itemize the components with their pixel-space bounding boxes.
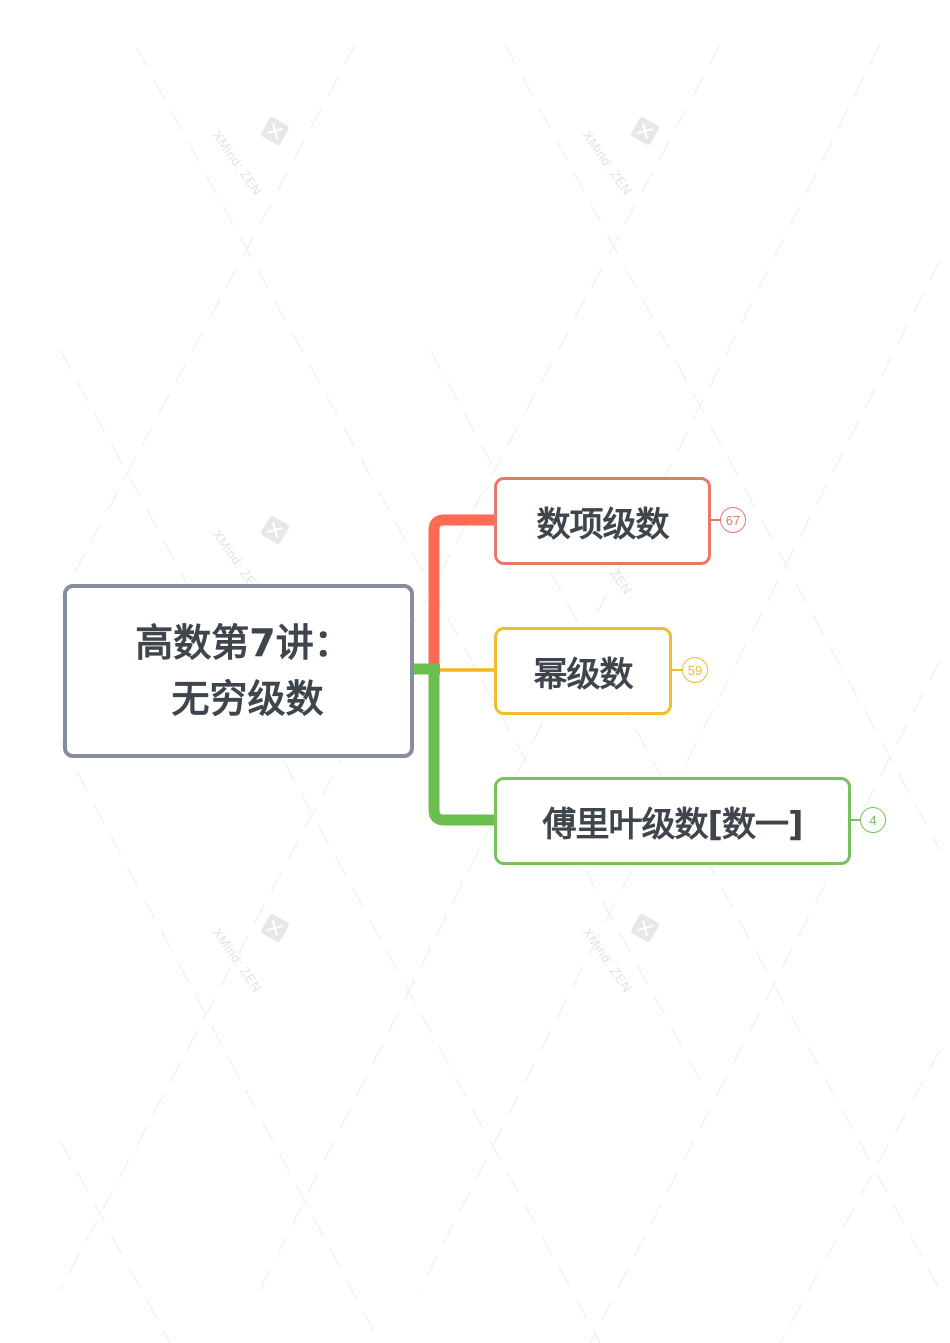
topic-label: 幂级数 bbox=[533, 654, 634, 695]
badge-count: 4 bbox=[869, 812, 877, 828]
connector-branch-1 bbox=[428, 514, 494, 668]
collapsed-count-badge[interactable]: 4 bbox=[860, 807, 886, 833]
connector-branch-3 bbox=[428, 666, 494, 826]
central-topic-line-1: 高数第7讲： bbox=[135, 621, 352, 665]
topic-power-series[interactable]: 幂级数 bbox=[494, 627, 672, 715]
topic-label: 数项级数 bbox=[536, 504, 670, 545]
topic-series-of-numbers[interactable]: 数项级数 bbox=[494, 477, 711, 565]
central-topic[interactable]: 高数第7讲： 无穷级数 bbox=[63, 584, 414, 758]
collapsed-count-badge[interactable]: 59 bbox=[682, 657, 708, 683]
topic-fourier-series[interactable]: 傅里叶级数[数一] bbox=[494, 777, 851, 865]
topic-label: 傅里叶级数[数一] bbox=[542, 804, 803, 845]
collapsed-count-badge[interactable]: 67 bbox=[720, 507, 746, 533]
badge-count: 59 bbox=[687, 662, 703, 678]
central-topic-line-2: 无穷级数 bbox=[171, 677, 324, 721]
badge-count: 67 bbox=[725, 512, 741, 528]
